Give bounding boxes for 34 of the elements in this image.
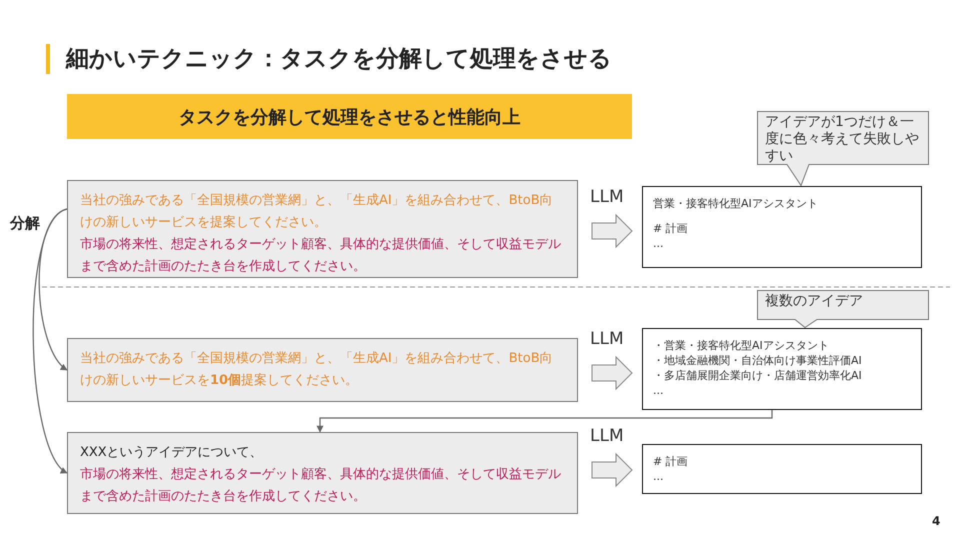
prompt-box	[67, 432, 578, 514]
speech-bubble	[757, 290, 929, 328]
arrow	[316, 410, 773, 433]
output-text: ...	[653, 236, 664, 251]
speech-bubble	[757, 111, 929, 186]
callout-text: アイデアが1つだけ＆一度に色々考えて失敗しやすい	[765, 114, 920, 165]
output-text: # 計画	[653, 454, 689, 469]
output-text: # 計画	[653, 221, 689, 236]
page-number: 4	[932, 514, 940, 528]
prompt-text: 市場の将来性、想定されるターゲット顧客、具体的な提供価値、そして収益モデルまで含めた計画のたたき台を作成してください。	[80, 236, 562, 276]
prompt-text: 当社の強みである「全国規模の営業網」と、「生成AI」を組み合わせて、BtoB向けの新しいサービスを10個提案してください。	[80, 350, 554, 390]
arrow	[32, 208, 68, 474]
output-text: 営業・接客特化型AIアシスタント	[653, 196, 819, 211]
side-label: 分解	[10, 214, 40, 233]
prompt-box	[67, 180, 578, 278]
prompt-text: 当社の強みである「全国規模の営業網」と、「生成AI」を組み合わせて、BtoB向けの新しいサービスを提案してください。	[80, 192, 554, 232]
heading-banner: タスクを分解して処理をさせると性能向上	[67, 94, 632, 139]
output-text: ...	[653, 469, 664, 484]
block-arrow	[592, 452, 633, 488]
output-box	[642, 444, 922, 494]
output-box	[642, 328, 922, 410]
prompt-box	[67, 338, 578, 402]
output-text: ・営業・接客特化型AIアシスタント	[653, 338, 830, 353]
slide-title: 細かいテクニック：タスクを分解して処理をさせる	[66, 45, 612, 74]
prompt-text: 市場の将来性、想定されるターゲット顧客、具体的な提供価値、そして収益モデルまで含めた計画のたたき台を作成してください。	[80, 466, 562, 506]
prompt-text: XXXというアイデアについて、	[80, 444, 264, 462]
block-arrow	[592, 214, 633, 248]
arrow	[38, 208, 68, 370]
output-text: ・地域金融機関・自治体向け事業性評価AI	[653, 353, 863, 368]
output-text: ...	[653, 383, 664, 398]
output-box	[642, 186, 922, 268]
output-text: ・多店舗展開企業向け・店舗運営効率化AI	[653, 368, 863, 383]
block-arrow	[592, 356, 633, 390]
callout-text: 複数のアイデア	[765, 293, 864, 310]
